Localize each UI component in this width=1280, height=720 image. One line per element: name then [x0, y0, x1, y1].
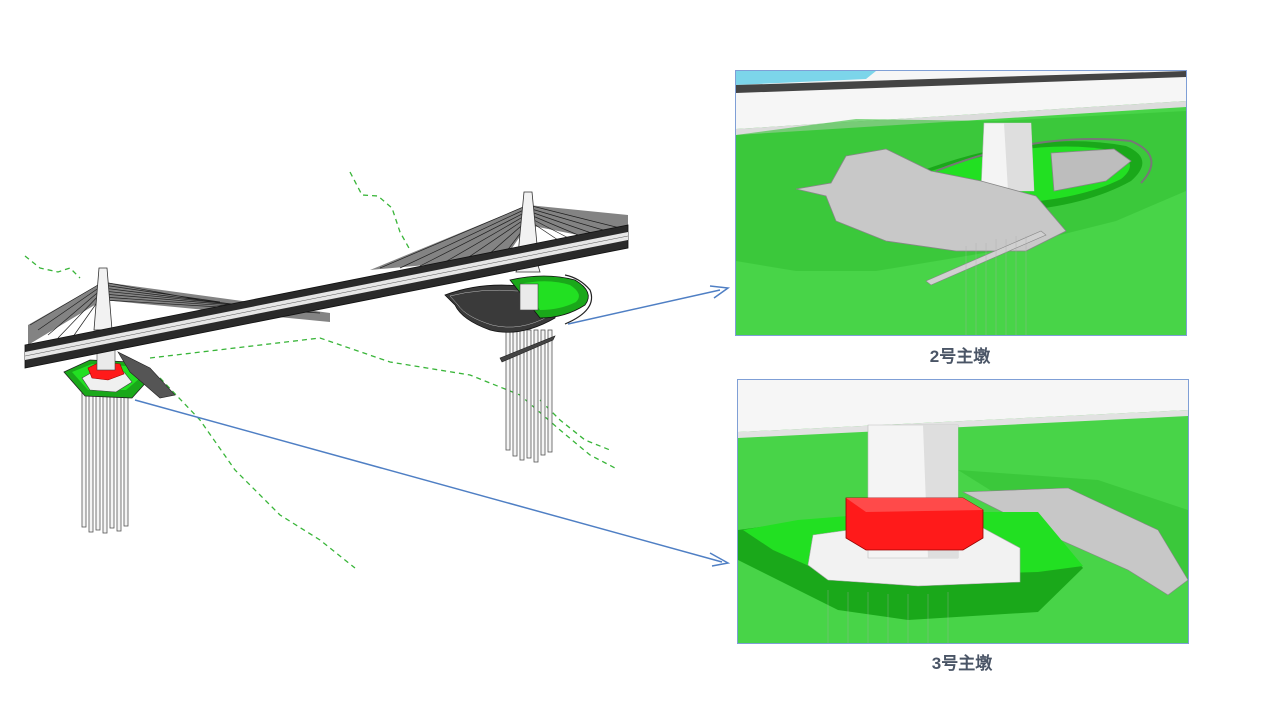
pier2-caption: 2号主墩 [929, 347, 991, 366]
pier3-detail-view [737, 379, 1189, 644]
callout-arrows [134, 285, 731, 567]
pier2-detail-view [735, 70, 1187, 336]
pier3-piles [81, 391, 129, 534]
bridge-deck [24, 224, 629, 369]
pier3-detail-render [738, 380, 1188, 643]
pier3-caption: 3号主墩 [931, 654, 993, 673]
terrain-contours [24, 171, 616, 569]
pier2-detail-render [736, 71, 1186, 335]
pier2-foundation [444, 274, 593, 363]
